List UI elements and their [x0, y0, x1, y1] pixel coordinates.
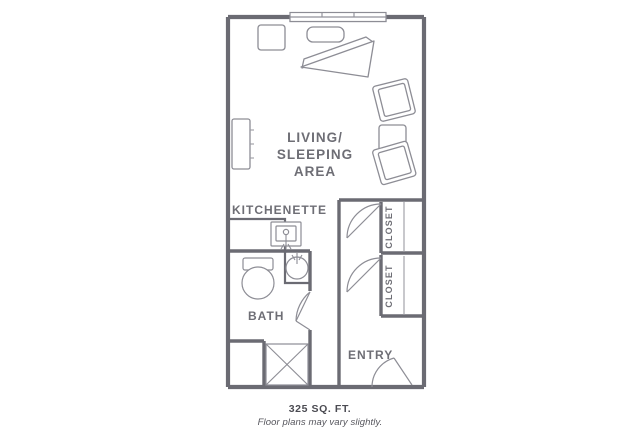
- living-furniture: [231, 24, 417, 186]
- disclaimer-text: Floor plans may vary slightly.: [257, 417, 383, 428]
- dresser: [231, 118, 251, 170]
- closet-door-upper: [346, 203, 382, 239]
- label-entry: ENTRY: [348, 348, 393, 362]
- kitchenette-zone: [230, 217, 302, 253]
- interior-walls: [228, 198, 424, 387]
- bed-headboard: [306, 26, 345, 43]
- entry-door: [371, 357, 413, 388]
- window: [289, 11, 387, 23]
- nightstand: [257, 24, 286, 51]
- label-living-line3: AREA: [294, 164, 336, 179]
- room-labels: LIVING/ SLEEPING AREA KITCHENETTE BATH E…: [232, 130, 394, 362]
- outer-walls: [225, 14, 427, 390]
- label-kitchenette: KITCHENETTE: [232, 203, 327, 217]
- toilet-bowl: [241, 266, 275, 300]
- armchair-lower: [372, 140, 417, 186]
- label-closet-lower: CLOSET: [384, 264, 394, 307]
- caption: 325 SQ. FT. Floor plans may vary slightl…: [0, 402, 640, 429]
- armchair-upper: [372, 78, 416, 122]
- closets: [346, 202, 424, 318]
- bath-door: [295, 291, 311, 331]
- area-text: 325 SQ. FT.: [288, 403, 352, 415]
- label-closet-upper: CLOSET: [384, 205, 394, 248]
- vanity-counter-edge: [283, 251, 310, 285]
- label-living-line1: LIVING/: [287, 130, 343, 145]
- accent-wedge-body: [300, 40, 375, 78]
- closet-door-lower: [346, 257, 382, 293]
- label-living-line2: SLEEPING: [277, 147, 353, 162]
- bathroom-fixtures: [241, 251, 311, 386]
- label-bath: BATH: [248, 309, 284, 323]
